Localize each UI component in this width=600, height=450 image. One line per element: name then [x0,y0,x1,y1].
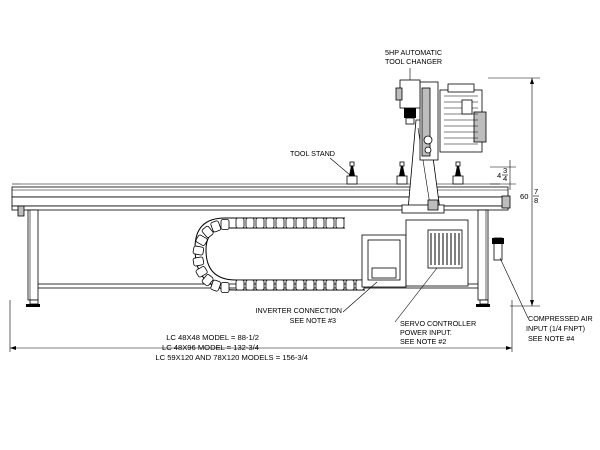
length-line-2: LC 48X96 MODEL = 132-3/4 [162,343,259,352]
air-callout: COMPRESSED AIR INPUT (1/4 FNPT) SEE NOTE… [526,314,593,343]
inverter-label-line-1: INVERTER CONNECTION [255,306,342,315]
chain-link [201,274,214,287]
servo-label-line-2: POWER INPUT. [400,328,452,337]
chain-link [255,279,265,291]
height-fraction-den: 8 [534,196,538,205]
chain-link [245,279,255,291]
tool-holders [346,161,464,185]
chain-link [285,279,295,291]
spindle-cooling-fins [444,95,478,145]
chain-link [210,220,222,233]
chain-link [265,279,275,291]
air-label-line-1: COMPRESSED AIR [528,314,593,323]
chain-link [345,279,355,291]
chain-link [315,279,325,291]
leader-lines [329,68,529,323]
tool-stand-label: TOOL STAND [290,149,335,158]
cabinet-vent-grille [430,233,460,265]
chain-link [265,217,275,229]
chain-link [201,225,214,238]
chain-link [195,234,208,246]
tool-holder [452,161,464,185]
height-whole: 60 [520,192,528,201]
z-axis-carriage [419,81,439,161]
chain-link [305,279,315,291]
servo-label-line-1: SERVO CONTROLLER [400,319,476,328]
overall-height-dimension [488,77,540,307]
chain-link [220,219,230,230]
height-dimension-text: 60 7 8 [520,187,539,205]
chain-link [305,217,315,229]
spindle-motor [439,83,487,153]
small-fraction-num: 3 [503,166,507,175]
atc-label-line-1: 5HP AUTOMATIC [385,48,442,57]
air-label-line-2: INPUT (1/4 FNPT) [526,324,585,333]
height-fraction-num: 7 [534,187,538,196]
atc-spindle-head [395,79,421,125]
servo-label-line-3: SEE NOTE #2 [400,337,446,346]
tool-holder [396,161,408,185]
atc-label-line-2: TOOL CHANGER [385,57,442,66]
chain-link [335,217,345,229]
chain-link [220,282,230,293]
left-leg [17,205,40,307]
chain-link [275,217,285,229]
chain-link [195,266,208,278]
chain-link [210,279,222,292]
small-dimension-text: 4 3 4 [497,166,508,183]
length-line-3: LC 59X120 AND 78X120 MODELS = 156-3/4 [155,353,308,362]
chain-link [295,279,305,291]
tool-holder [346,161,358,185]
chain-link [192,245,205,256]
chain-link [285,217,295,229]
overall-length-dimension [9,300,513,352]
small-whole: 4 [497,171,501,180]
chain-link [335,279,345,291]
chain-link [275,279,285,291]
small-fraction-den: 4 [503,174,507,183]
small-height-dimension [490,160,516,190]
chain-link [245,217,255,229]
chain-link [255,217,265,229]
air-input-fitting [492,195,511,261]
chain-link [325,279,335,291]
chain-link [295,217,305,229]
chain-link [325,217,335,229]
length-line-1: LC 48X48 MODEL = 88-1/2 [166,333,259,342]
air-label-line-3: SEE NOTE #4 [528,334,574,343]
inverter-label-line-2: SEE NOTE #3 [290,316,336,325]
atc-callout: 5HP AUTOMATIC TOOL CHANGER [385,48,442,66]
cable-carrier-chain [192,217,365,293]
chain-link [235,279,245,291]
chain-link [192,256,205,267]
length-dimension-text: LC 48X48 MODEL = 88-1/2 LC 48X96 MODEL =… [155,333,308,362]
servo-callout: SERVO CONTROLLER POWER INPUT. SEE NOTE #… [400,319,476,346]
servo-controller-cabinet [405,219,469,287]
inverter-callout: INVERTER CONNECTION SEE NOTE #3 [255,306,342,325]
inverter-cabinet [361,234,407,288]
right-leg [476,209,490,307]
chain-link [315,217,325,229]
chain-link [235,217,245,229]
